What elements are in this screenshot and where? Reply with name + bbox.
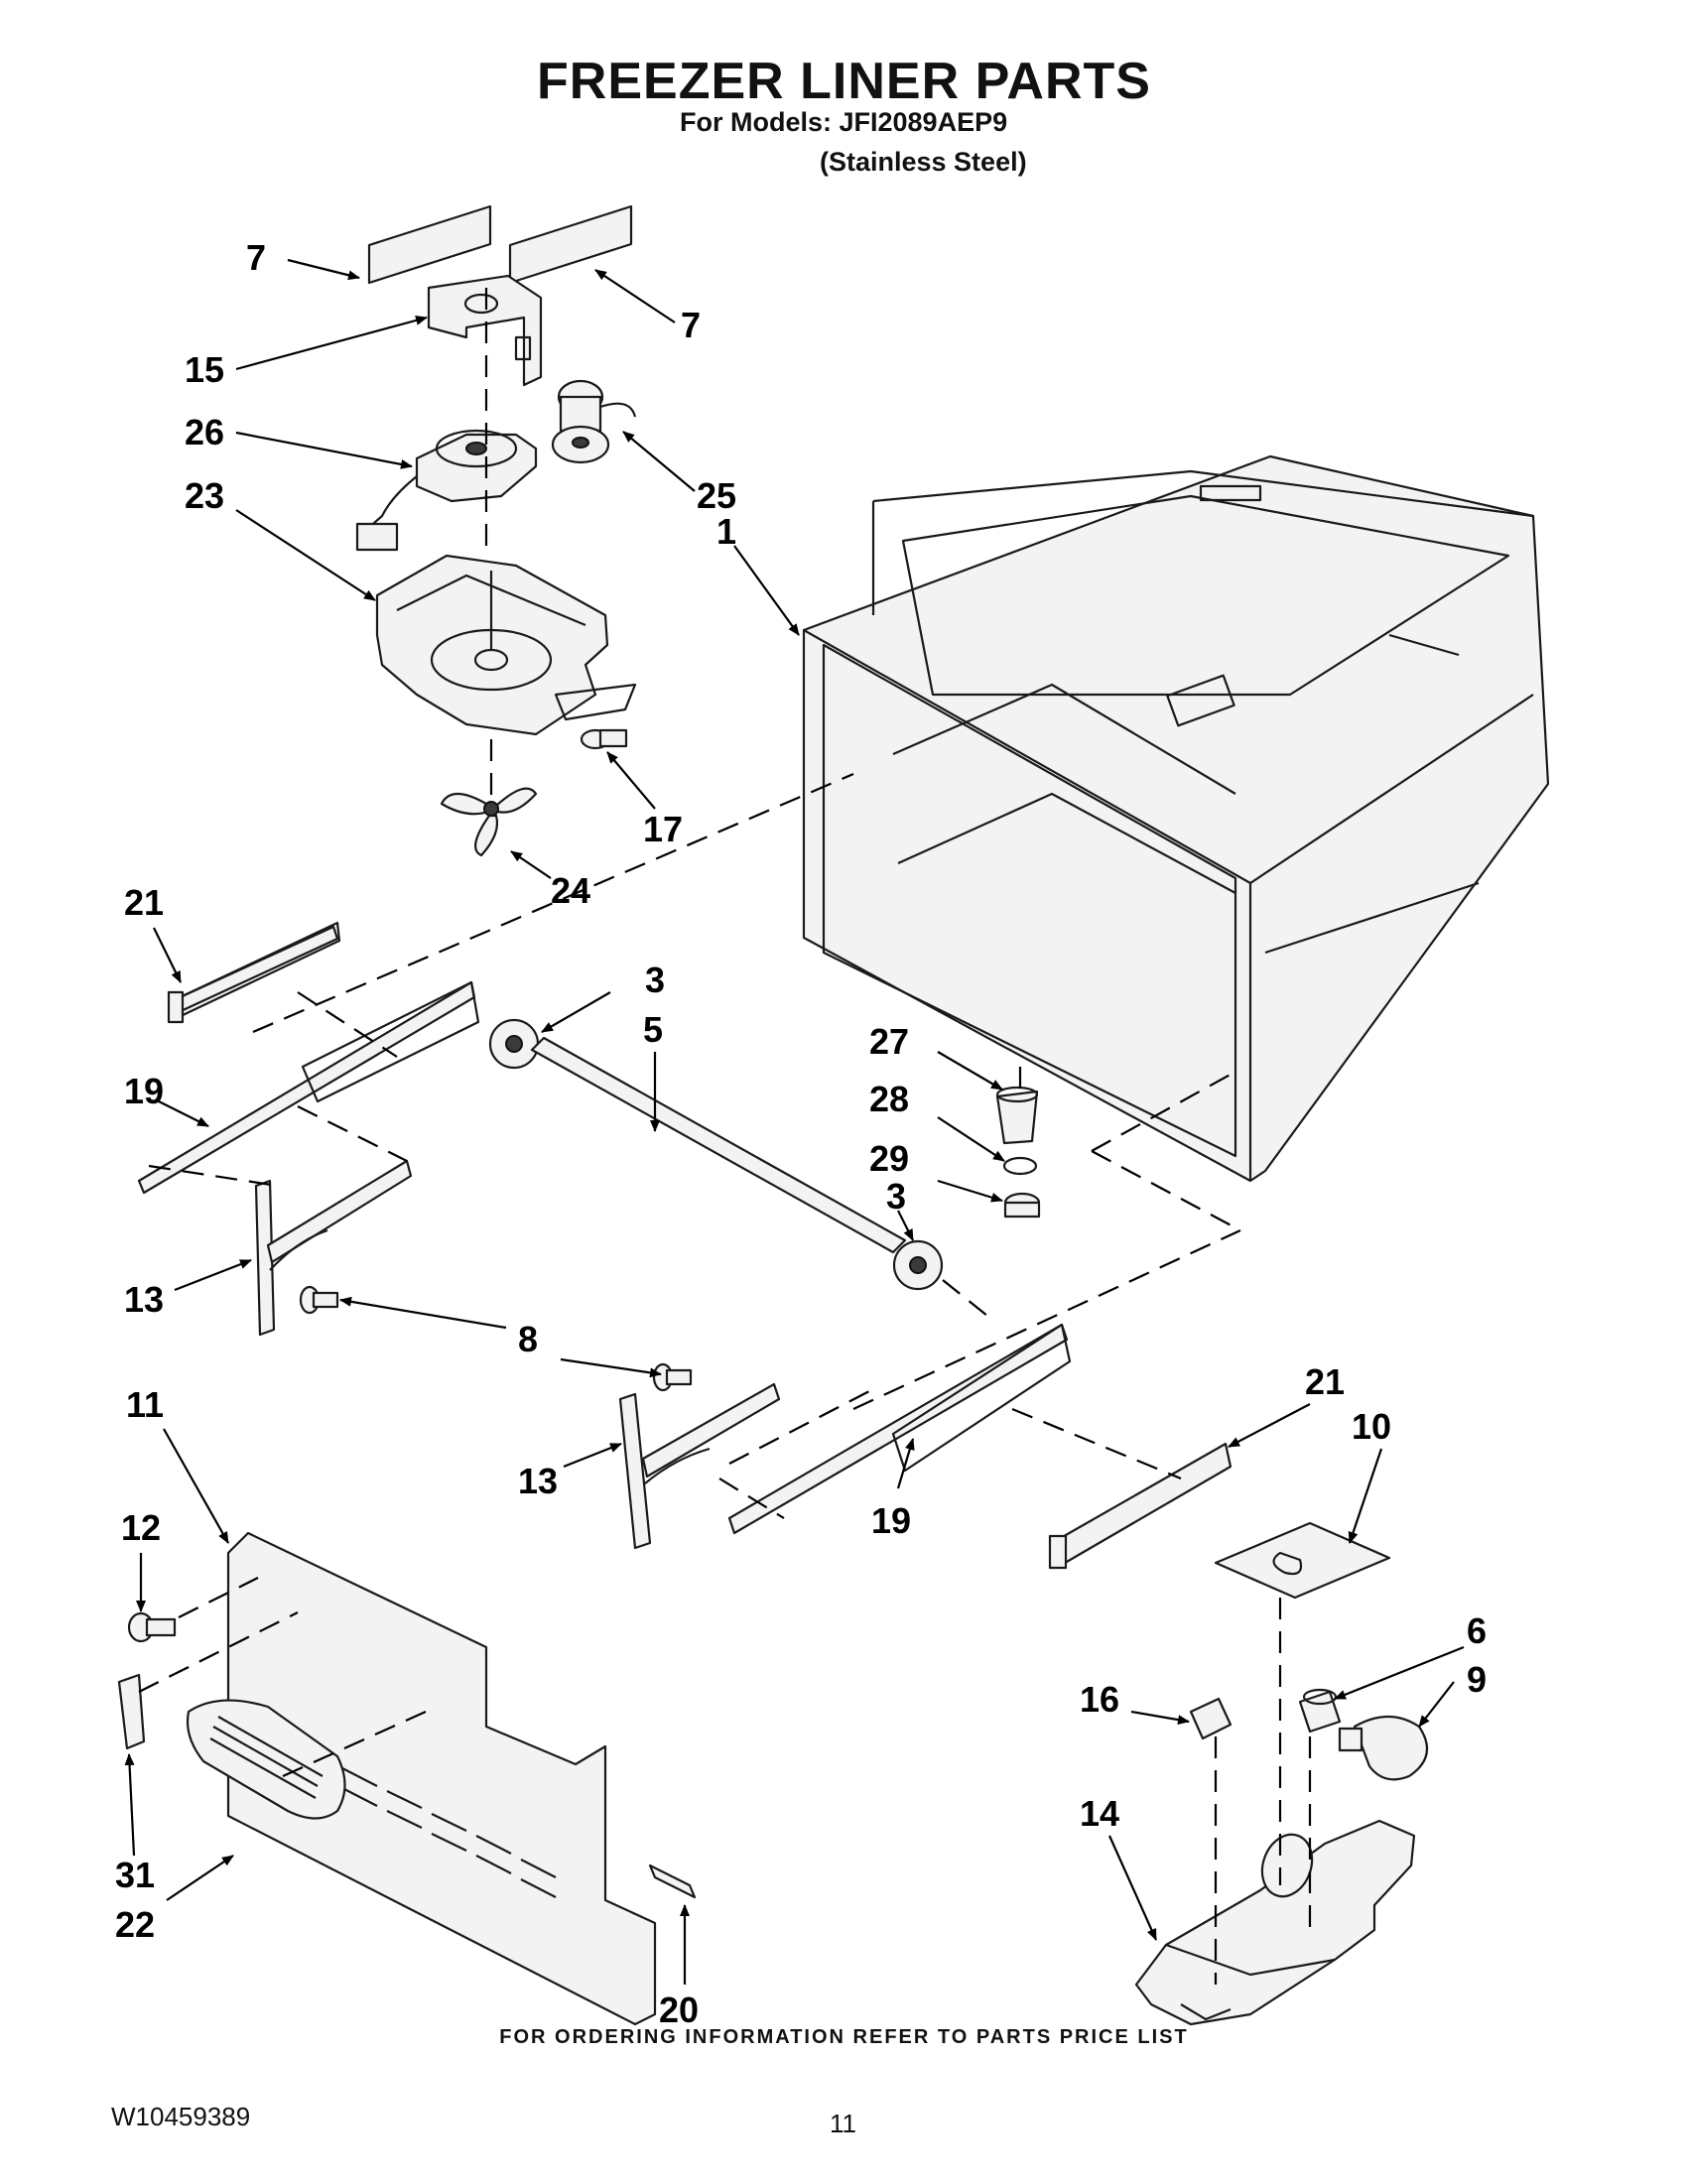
page-number: 11: [830, 2109, 856, 2138]
callout-leaders: [124, 258, 1465, 1985]
callout-28: 28: [869, 1079, 909, 1119]
part-8-screw-right: [652, 1362, 693, 1392]
part-16-switch: [1189, 1697, 1233, 1740]
callout-23: 23: [185, 475, 224, 516]
callout-1: 1: [716, 511, 736, 552]
part-17-screw: [580, 728, 628, 750]
part-7-pad-right: [508, 204, 633, 285]
callout-7-left: 7: [246, 237, 266, 278]
part-11-rear-panel: [226, 1531, 657, 2026]
page-title: FREEZER LINER PARTS: [537, 53, 1151, 110]
part-25-sensor: [551, 379, 637, 464]
part-22-grille: [186, 1699, 346, 1820]
callout-8: 8: [518, 1319, 538, 1359]
callout-15: 15: [185, 349, 224, 390]
part-13-bracket-right: [618, 1382, 781, 1550]
document-number: W10459389: [111, 2102, 251, 2131]
part-3-gear-lower: [892, 1239, 944, 1291]
callout-21-right: 21: [1305, 1361, 1345, 1402]
callout-13-left: 13: [124, 1279, 164, 1320]
part-15-fan-bracket: [427, 274, 543, 387]
callout-9: 9: [1467, 1659, 1487, 1700]
part-3-gear-upper: [488, 1018, 540, 1070]
callout-19-left: 19: [124, 1071, 164, 1111]
callout-3-lower: 3: [886, 1176, 906, 1217]
callout-24: 24: [551, 870, 590, 911]
callout-3-upper: 3: [645, 960, 665, 1000]
callout-5: 5: [643, 1009, 663, 1050]
part-7-pad-left: [367, 204, 492, 285]
callout-10: 10: [1352, 1406, 1391, 1447]
part-20-strip: [648, 1863, 697, 1899]
callout-29: 29: [869, 1138, 909, 1179]
part-14-light-housing: [1134, 1819, 1416, 2026]
part-28-ring: [1002, 1156, 1038, 1176]
part-6-lamp-socket: [1298, 1688, 1342, 1734]
callout-7-right: 7: [681, 305, 701, 345]
assembly-lines: [138, 288, 1312, 1985]
part-27-cap: [995, 1086, 1039, 1145]
part-19-slide-rail-left: [137, 980, 480, 1195]
part-12-screw: [127, 1611, 177, 1643]
callout-11: 11: [126, 1384, 164, 1425]
part-29-washer: [1003, 1192, 1041, 1219]
callout-16: 16: [1080, 1679, 1119, 1720]
callout-13-right: 13: [518, 1461, 558, 1501]
part-21-slide-rail-left: [167, 921, 341, 1024]
callout-19-right: 19: [871, 1500, 911, 1541]
callout-22: 22: [115, 1904, 155, 1945]
model-variant: (Stainless Steel): [820, 147, 1027, 177]
callout-12: 12: [121, 1507, 161, 1548]
part-1-freezer-liner: [802, 454, 1550, 1183]
part-19-slide-rail-right: [727, 1323, 1072, 1535]
model-number-line: For Models: JFI2089AEP9: [680, 107, 1008, 137]
part-10-label: [1214, 1521, 1391, 1600]
callout-27: 27: [869, 1021, 909, 1062]
part-26-fan-motor: [355, 429, 538, 552]
part-5-shaft: [530, 1036, 907, 1254]
callout-20: 20: [659, 1990, 699, 2030]
ordering-note: FOR ORDERING INFORMATION REFER TO PARTS …: [499, 2026, 1189, 2048]
part-31-clip: [117, 1673, 146, 1750]
callout-numbers: 7 7 15 26 23 25 1 17 24 21 3 5 19 27 28 …: [115, 237, 1487, 2030]
callout-25: 25: [697, 475, 736, 516]
part-23-fan-housing: [375, 554, 637, 736]
callout-26: 26: [185, 412, 224, 452]
callout-31: 31: [115, 1855, 155, 1895]
part-24-fan-blade: [440, 787, 538, 857]
callout-6: 6: [1467, 1610, 1487, 1651]
part-8-screw-left: [299, 1285, 339, 1315]
part-21-slide-rail-right: [1048, 1442, 1233, 1570]
callout-14: 14: [1080, 1793, 1119, 1834]
callout-21-left: 21: [124, 882, 164, 923]
callout-17: 17: [643, 809, 683, 849]
part-13-bracket-left: [254, 1159, 413, 1337]
part-9-light-bulb: [1338, 1716, 1429, 1781]
